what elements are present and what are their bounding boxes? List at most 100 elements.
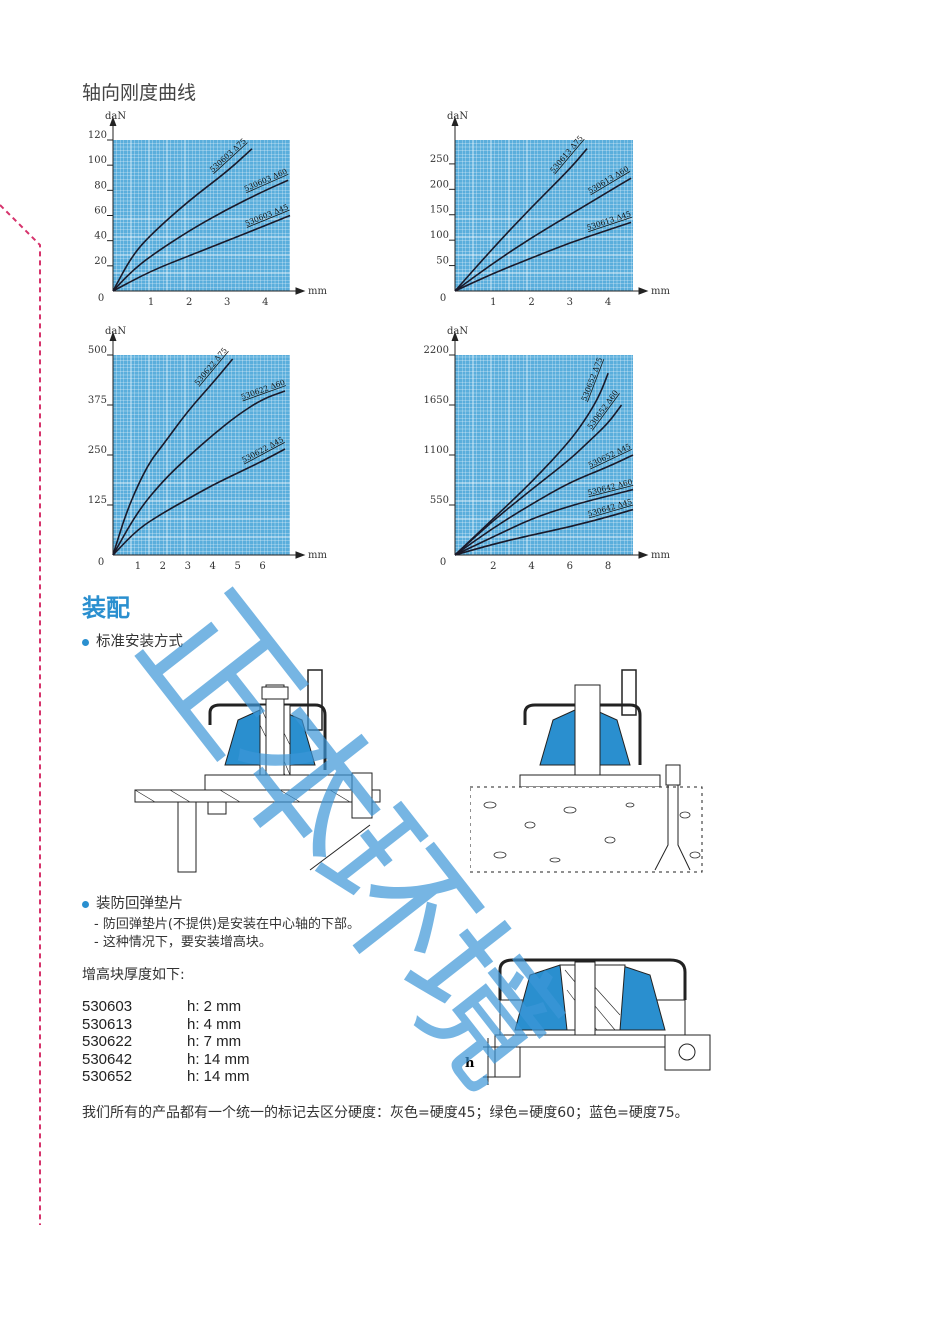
x-tick-label: 3	[224, 297, 230, 308]
bullet-standard: 标准安装方式	[82, 630, 183, 651]
series-line	[112, 358, 234, 556]
x-tick-label: 2	[186, 297, 192, 308]
x-tick-label: 2	[528, 297, 534, 308]
ref: 530642	[82, 1050, 133, 1068]
table-row: 530652 h: 14 mm	[82, 1068, 250, 1086]
y-tick-label: 1100	[424, 445, 449, 456]
y-tick-label: 250	[88, 445, 107, 456]
y-tick-label: 60	[94, 206, 107, 217]
y-axis-label: daN	[105, 111, 126, 122]
bullet-icon	[82, 900, 89, 908]
x-tick-label: 1	[490, 297, 496, 308]
mount-drawing-frame	[134, 669, 381, 873]
series-line	[454, 454, 634, 556]
y-tick-label: 2200	[424, 345, 449, 356]
y-tick-label: 500	[88, 345, 107, 356]
table-row: 530613 h: 4 mm	[82, 1016, 250, 1034]
x-tick-label: 1	[135, 561, 141, 572]
y-tick-label: 120	[88, 130, 107, 141]
x-axis-label: mm	[651, 550, 670, 561]
series-line	[454, 508, 634, 556]
hardness-note: 我们所有的产品都有一个统一的标记去区分硬度：灰色=硬度45；绿色=硬度60；蓝色…	[82, 1105, 689, 1121]
height: h: 2 mm	[187, 998, 242, 1015]
origin-label: 0	[98, 293, 104, 304]
h-label: h	[465, 1056, 475, 1071]
ref: 530613	[82, 1015, 133, 1033]
origin-label: 0	[440, 557, 446, 568]
y-tick-label: 550	[430, 495, 449, 506]
mount-drawing-concrete	[470, 669, 703, 873]
origin-label: 0	[440, 293, 446, 304]
stiffness-heading: 轴向刚度曲线	[82, 82, 197, 104]
y-tick-label: 375	[88, 395, 107, 406]
x-tick-label: 6	[567, 561, 573, 572]
y-tick-label: 150	[430, 205, 449, 216]
series-line	[112, 214, 291, 292]
series-line	[112, 148, 253, 292]
y-axis-label: daN	[447, 326, 468, 337]
y-tick-label: 80	[94, 180, 107, 191]
bullet-label: 标准安装方式	[96, 634, 183, 650]
y-axis	[451, 116, 459, 291]
height: h: 7 mm	[187, 1033, 242, 1050]
x-tick-label: 4	[262, 297, 268, 308]
x-tick-label: 5	[234, 561, 240, 572]
height: h: 14 mm	[187, 1068, 250, 1085]
ref: 530652	[82, 1068, 133, 1085]
spacer-table: 530603 h: 2 mm 530613 h: 4 mm 530622 h: 7 m…	[82, 998, 250, 1086]
x-axis	[455, 551, 649, 559]
x-tick-label: 3	[567, 297, 573, 308]
y-axis	[451, 331, 459, 555]
x-axis	[113, 287, 306, 295]
bullet-icon	[82, 638, 89, 646]
x-tick-label: 4	[210, 561, 216, 572]
plot-area	[455, 355, 633, 555]
rebound-note-1: - 防回弹垫片(不提供)是安装在中心轴的下部。	[94, 917, 360, 932]
series-line	[112, 179, 289, 292]
rebound-note-2: - 这种情况下，要安装增高块。	[94, 935, 272, 950]
page-border-dashed	[0, 204, 41, 1225]
ref: 530603	[82, 998, 133, 1015]
x-tick-label: 2	[160, 561, 166, 572]
x-axis	[455, 287, 649, 295]
y-tick-label: 1650	[424, 395, 449, 406]
series-line	[454, 177, 632, 292]
table-row: 530622 h: 7 mm	[82, 1033, 250, 1051]
series-line	[454, 221, 632, 292]
series-line	[454, 488, 634, 556]
y-tick-label: 50	[436, 256, 449, 267]
x-tick-label: 3	[185, 561, 191, 572]
ref: 530622	[82, 1033, 133, 1050]
y-axis	[109, 116, 117, 291]
x-tick-label: 2	[490, 561, 496, 572]
bullet-rebound: 装防回弹垫片	[82, 892, 183, 913]
x-axis	[113, 551, 306, 559]
height: h: 4 mm	[187, 1015, 242, 1033]
series-line	[112, 390, 286, 556]
y-tick-label: 40	[94, 231, 107, 242]
y-tick-label: 100	[430, 230, 449, 241]
x-tick-label: 8	[605, 561, 611, 572]
x-axis-label: mm	[308, 286, 327, 297]
origin-label: 0	[98, 557, 104, 568]
x-tick-label: 4	[605, 297, 611, 308]
series-line	[454, 404, 623, 556]
table-row: 530642 h: 14 mm	[82, 1051, 250, 1069]
section-title: 装配	[82, 594, 130, 622]
y-tick-label: 125	[88, 495, 107, 506]
x-tick-label: 1	[148, 297, 154, 308]
y-axis-label: daN	[447, 111, 468, 122]
bullet-label: 装防回弹垫片	[96, 896, 183, 912]
table-row: 530603 h: 2 mm	[82, 998, 250, 1016]
x-tick-label: 6	[259, 561, 265, 572]
height: h: 14 mm	[187, 1050, 250, 1068]
x-axis-label: mm	[308, 550, 327, 561]
y-axis-label: daN	[105, 326, 126, 337]
y-tick-label: 20	[94, 256, 107, 267]
